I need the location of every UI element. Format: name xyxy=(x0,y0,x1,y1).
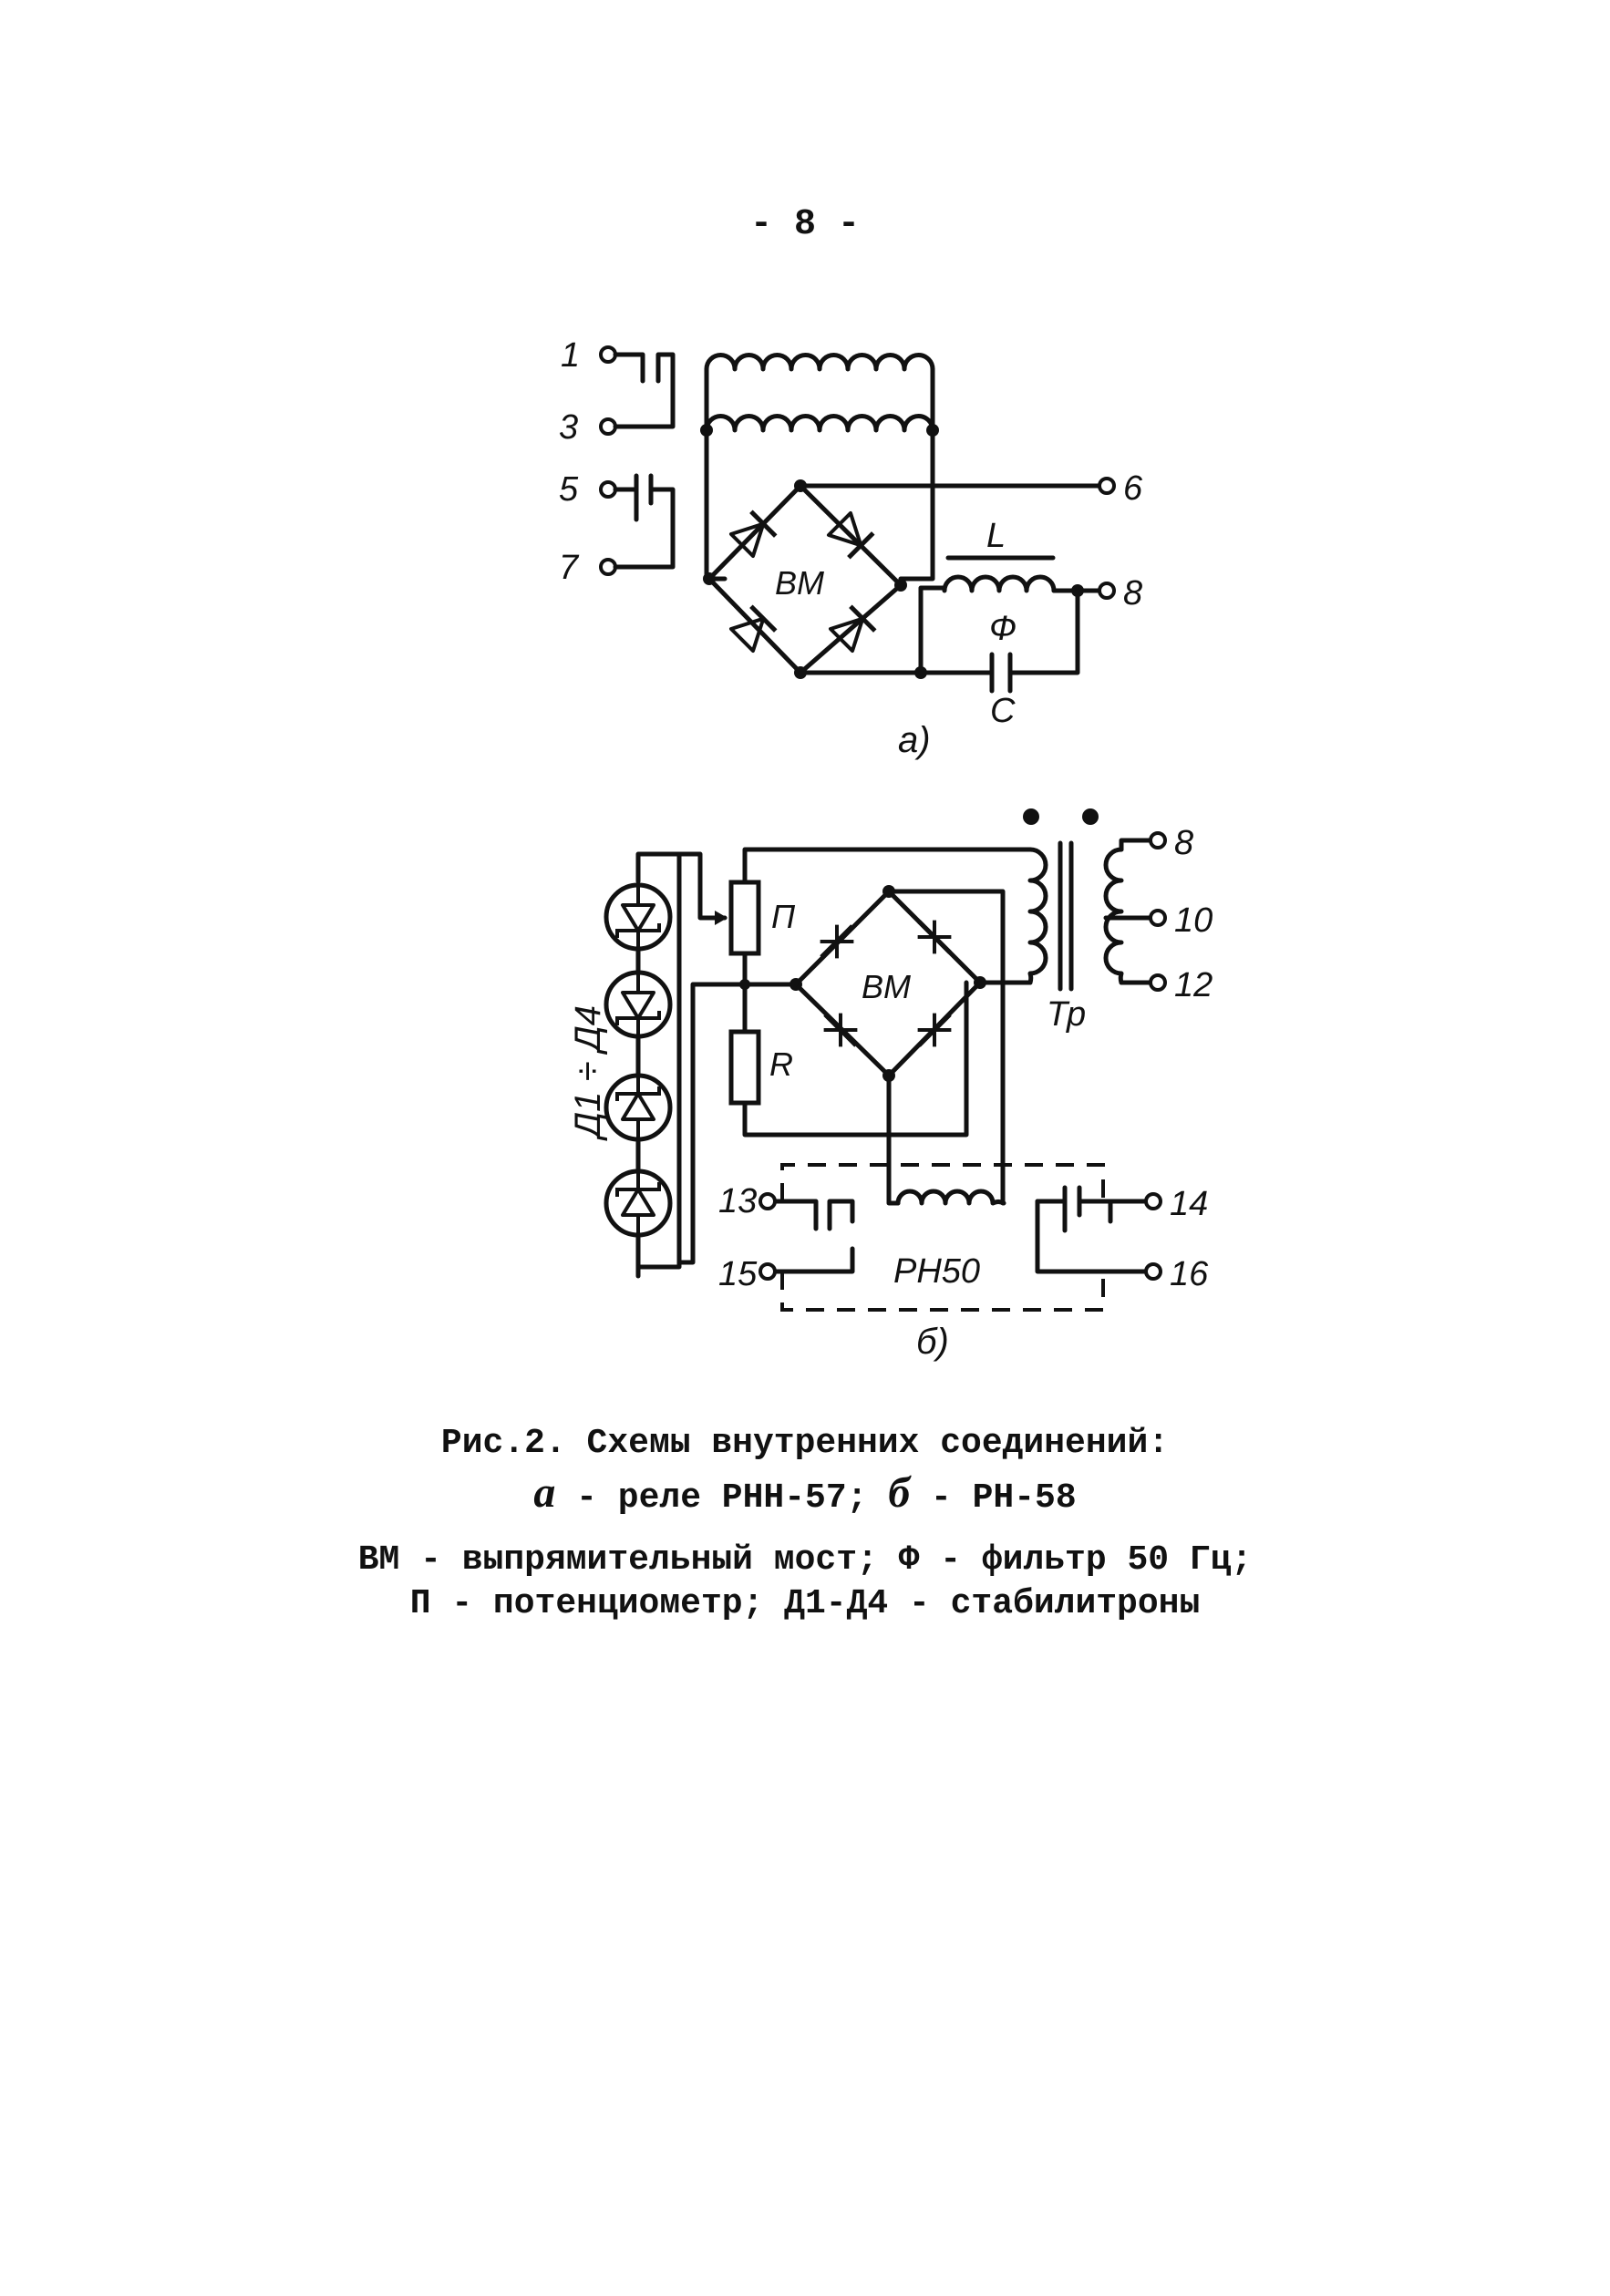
svg-text:15: 15 xyxy=(718,1255,758,1293)
terminal-6: 6 xyxy=(1098,469,1143,508)
terminal-16: 16 xyxy=(1144,1255,1209,1293)
relay-rn50: РН50 xyxy=(770,1163,1150,1312)
filter-inductor-l: L xyxy=(942,517,1057,593)
terminal-7: 7 xyxy=(559,549,617,587)
relay-contact-5-7 xyxy=(613,473,676,570)
caption-text-a: - реле РНН-57; xyxy=(555,1478,889,1518)
svg-text:8: 8 xyxy=(1123,574,1142,613)
terminal-1: 1 xyxy=(561,336,617,375)
terminal-8-b: 8 xyxy=(1149,824,1193,862)
caption-subtitle: а - реле РНН-57; б - РН-58 xyxy=(0,1467,1610,1518)
svg-text:5: 5 xyxy=(559,470,579,509)
coil-upper-a xyxy=(704,353,935,433)
rectifier-bridge-a: ВМ xyxy=(707,483,903,675)
svg-text:Д1 ÷ Д4: Д1 ÷ Д4 xyxy=(568,1005,608,1141)
svg-text:C: C xyxy=(990,692,1016,730)
svg-text:13: 13 xyxy=(718,1182,757,1220)
svg-text:10: 10 xyxy=(1174,901,1213,940)
terminal-14: 14 xyxy=(1144,1185,1208,1223)
terminal-12: 12 xyxy=(1149,966,1213,1004)
terminal-13: 13 xyxy=(718,1182,777,1220)
zener-stack: Д1 ÷ Д4 xyxy=(568,851,682,1279)
svg-text:1: 1 xyxy=(561,336,580,375)
filter-label: Ф xyxy=(989,610,1017,648)
svg-text:14: 14 xyxy=(1170,1185,1208,1223)
diagram-a: 1 3 5 7 xyxy=(559,336,1143,760)
terminal-8-a: 8 xyxy=(1098,574,1142,613)
caption-title: Рис.2. Схемы внутренних соединений: xyxy=(440,1424,1170,1463)
svg-text:L: L xyxy=(986,517,1006,555)
svg-text:Тр: Тр xyxy=(1047,995,1086,1034)
svg-text:РН50: РН50 xyxy=(893,1252,980,1291)
svg-text:8: 8 xyxy=(1174,824,1193,862)
caption-letter-b: б xyxy=(888,1468,911,1517)
diagram-b: Д1 ÷ Д4 П R ВМ xyxy=(568,808,1213,1362)
svg-text:П: П xyxy=(771,898,796,935)
terminal-10: 10 xyxy=(1149,901,1213,940)
rectifier-bridge-b: ВМ xyxy=(793,889,983,1078)
svg-text:ВМ: ВМ xyxy=(862,968,911,1005)
transformer-tr: Тр xyxy=(1023,808,1153,1034)
relay-contact-1-3 xyxy=(613,352,676,429)
subfigure-label-a: а) xyxy=(898,720,931,760)
svg-text:16: 16 xyxy=(1170,1255,1209,1293)
svg-text:R: R xyxy=(769,1045,793,1083)
caption-text-b: - РН-58 xyxy=(910,1478,1077,1518)
coil-lower-a xyxy=(704,414,935,433)
svg-text:ВМ: ВМ xyxy=(775,564,824,602)
potentiometer-p: П xyxy=(728,880,796,956)
caption-legend-2: П - потенциометр; Д1-Д4 - стабилитроны xyxy=(409,1584,1201,1623)
subfigure-label-b: б) xyxy=(916,1322,949,1362)
caption-legend-1: ВМ - выпрямительный мост; Ф - фильтр 50 … xyxy=(357,1540,1253,1580)
terminal-15: 15 xyxy=(718,1255,777,1293)
svg-text:7: 7 xyxy=(559,549,580,587)
terminal-3: 3 xyxy=(559,408,617,447)
svg-text:6: 6 xyxy=(1123,469,1143,508)
svg-text:12: 12 xyxy=(1174,966,1213,1004)
svg-text:3: 3 xyxy=(559,408,578,447)
resistor-r: R xyxy=(728,1029,793,1106)
page-number: - 8 - xyxy=(749,204,861,245)
filter-capacitor-c: C xyxy=(918,652,1016,730)
caption-letter-a: а xyxy=(533,1468,556,1517)
terminal-5: 5 xyxy=(559,470,617,509)
